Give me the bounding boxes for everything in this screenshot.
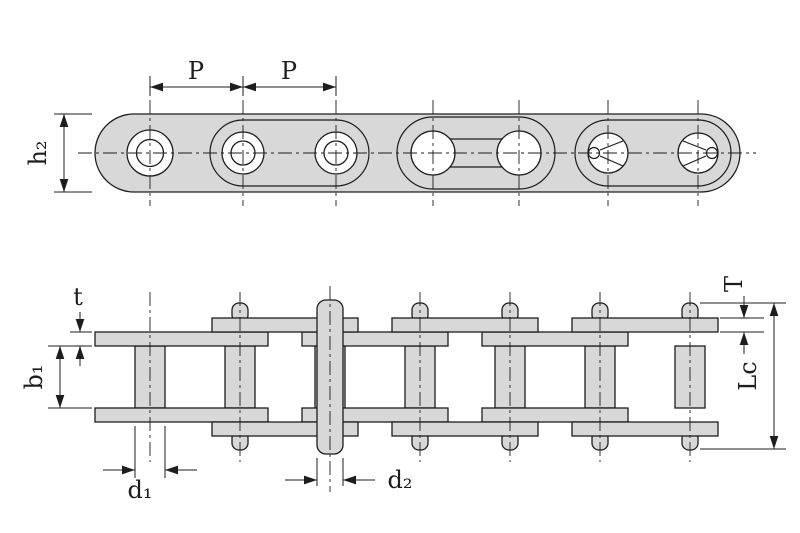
dimension-inner-plate-thickness: t	[70, 283, 92, 366]
label-pin-diameter: d₂	[388, 466, 413, 494]
dimension-inner-width: b₁	[20, 345, 92, 409]
plan-view: t b₁ T Lc d₁	[20, 276, 786, 504]
cotter-clip-icon	[587, 140, 719, 167]
label-plate-height: h₂	[24, 140, 52, 165]
label-outer-plate-thickness: T	[720, 276, 748, 292]
label-pitch-2: P	[281, 57, 297, 85]
dimension-outer-plate-thickness: T	[720, 276, 764, 354]
label-pitch-1: P	[188, 57, 204, 85]
dimension-roller-diameter: d₁	[103, 426, 197, 504]
dimension-pin-diameter: d₂	[285, 458, 412, 494]
label-roller-diameter: d₁	[128, 476, 153, 504]
label-pin-length: Lc	[734, 361, 762, 390]
label-inner-plate-thickness: t	[73, 283, 83, 311]
centerlines	[149, 286, 691, 492]
centerlines	[78, 100, 756, 206]
dimension-plate-height: h₂	[24, 113, 92, 193]
dimension-pin-length: Lc	[700, 302, 786, 450]
side-view: P P h₂	[24, 57, 756, 206]
dimension-pitch: P P	[149, 57, 337, 96]
label-inner-width: b₁	[20, 365, 48, 390]
